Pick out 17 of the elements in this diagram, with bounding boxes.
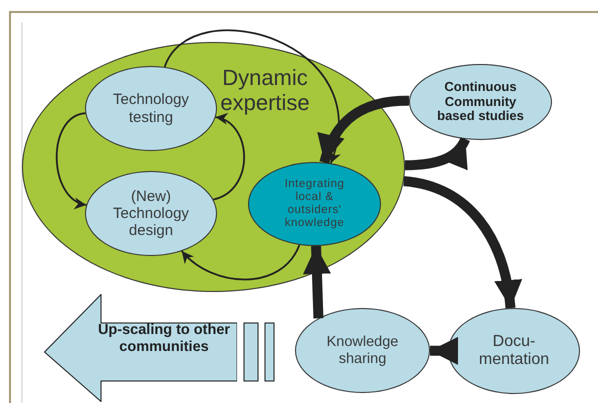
arrow: [213, 114, 245, 200]
arrow: [302, 246, 331, 318]
node-label: Technology testing: [112, 91, 190, 126]
node-label: Docu- mentation: [478, 332, 550, 370]
node-label: Continuous Community based studies: [436, 80, 525, 124]
group-title: Dynamic expertise: [219, 65, 311, 116]
node-label: Up-scaling to other communities: [96, 322, 232, 356]
arrow: [404, 136, 470, 170]
arrow: [181, 244, 300, 280]
arrow: [430, 336, 458, 365]
arrow: [56, 112, 87, 208]
arrow: [318, 96, 410, 164]
node-label: (New) Technology design: [112, 188, 190, 240]
arrow: [164, 30, 340, 164]
arrow: [403, 176, 522, 309]
node-label: Integrating local & outsiders' knowledge: [284, 178, 346, 230]
node-label: Knowledge sharing: [326, 334, 400, 368]
